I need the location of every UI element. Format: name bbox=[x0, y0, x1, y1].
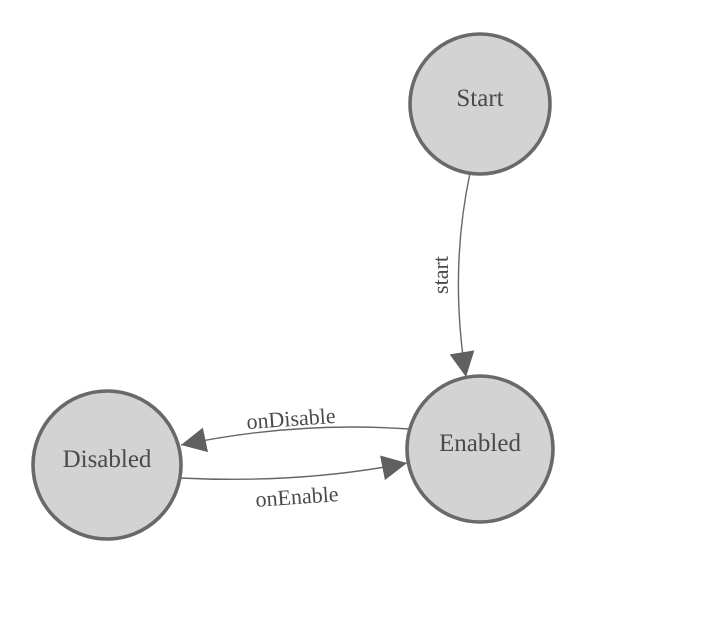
state-node-enabled: Enabled bbox=[405, 374, 555, 524]
state-node-disabled-circle bbox=[31, 389, 183, 541]
state-node-start-label: Start bbox=[456, 85, 503, 112]
state-node-disabled-label: Disabled bbox=[63, 446, 152, 473]
state-node-start-circle bbox=[408, 32, 552, 176]
edge-start-to-enabled: start bbox=[428, 172, 475, 378]
edge-label-onenable: onEnable bbox=[255, 481, 340, 512]
state-node-enabled-circle bbox=[405, 374, 555, 524]
edge-line-enabled-to-disabled bbox=[180, 426, 410, 453]
edge-line-disabled-to-enabled bbox=[179, 455, 408, 481]
edge-line-start-to-enabled bbox=[449, 172, 475, 378]
state-node-enabled-label: Enabled bbox=[439, 430, 521, 457]
edge-enabled-to-disabled: onDisable bbox=[180, 403, 410, 453]
edge-label-ondisable: onDisable bbox=[246, 403, 337, 434]
edge-label-start: start bbox=[428, 256, 453, 294]
state-node-start: Start bbox=[408, 32, 552, 176]
edge-disabled-to-enabled: onEnable bbox=[179, 455, 408, 512]
state-node-disabled: Disabled bbox=[31, 389, 183, 541]
